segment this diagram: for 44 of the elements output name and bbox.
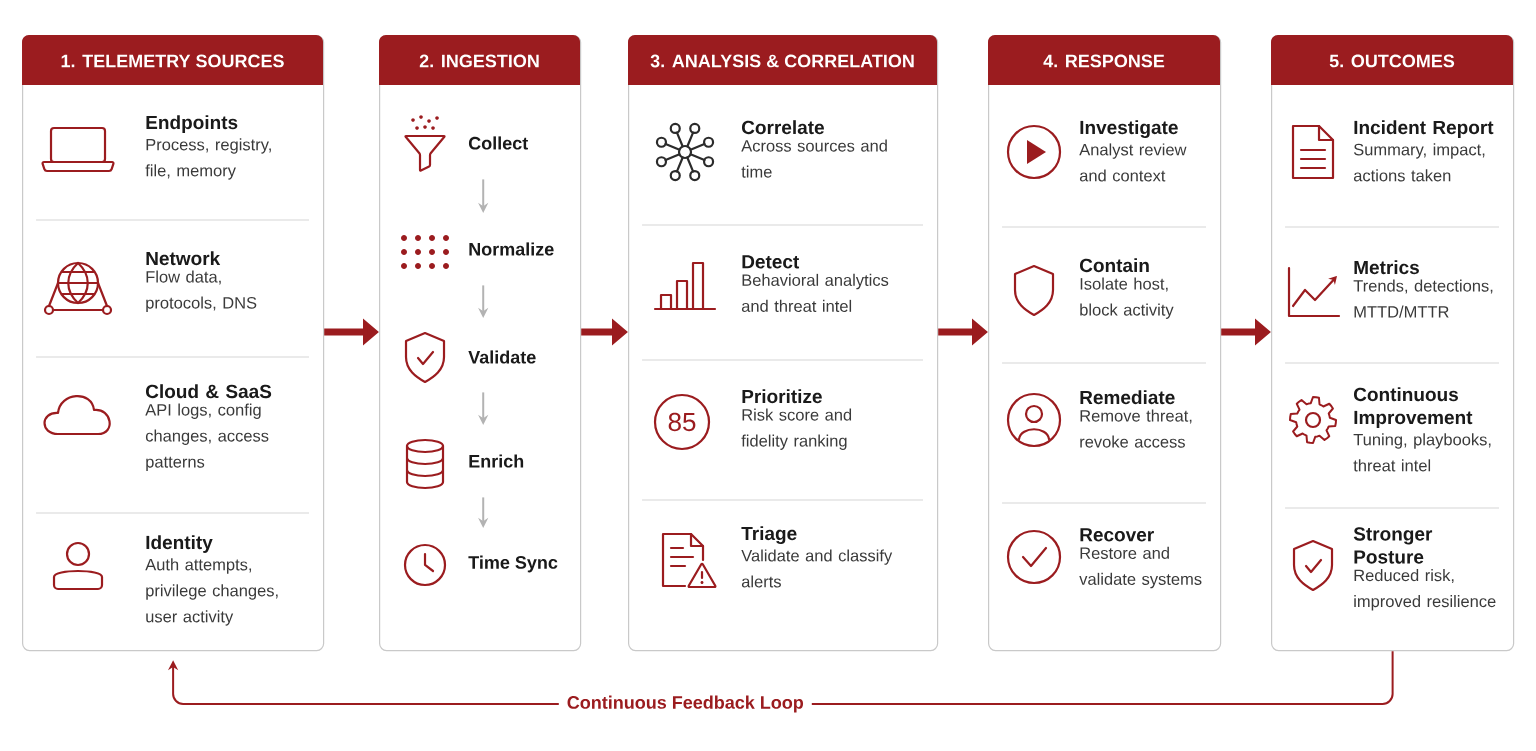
- item-description: Risk score and fidelity ranking: [741, 408, 852, 450]
- column-header: 1. TELEMETRY SOURCES: [61, 54, 284, 68]
- item-title: Detect: [742, 255, 800, 269]
- item-description: Process, registry, file, memory: [145, 138, 271, 180]
- item-description: Restore and validate systems: [1079, 546, 1202, 589]
- item-description: Validate and classify alerts: [741, 549, 893, 588]
- item-title: Endpoints: [146, 115, 238, 133]
- column-header: 5. OUTCOMES: [1329, 54, 1455, 68]
- item-description: Isolate host, block activity: [1080, 277, 1174, 319]
- item-title: Remediate: [1080, 390, 1175, 405]
- item-title: Recover: [1080, 528, 1154, 542]
- column-header: 2. INGESTION: [419, 54, 539, 68]
- item-title: Metrics: [1354, 260, 1419, 275]
- item-description: Tuning, playbooks, threat intel: [1353, 433, 1491, 472]
- item-description: Analyst review and context: [1079, 143, 1187, 182]
- item-description: Summary, impact, actions taken: [1353, 143, 1485, 182]
- column-header: 4. RESPONSE: [1043, 54, 1165, 68]
- edge-label: Continuous Feedback Loop: [558, 692, 812, 716]
- item-title: Correlate: [742, 120, 824, 135]
- step-label: Collect: [468, 136, 528, 150]
- step-label: Time Sync: [468, 555, 558, 573]
- item-title: Investigate: [1080, 120, 1178, 138]
- item-title: Triage: [741, 526, 797, 544]
- item-description: Auth attempts, privilege changes, user activity: [145, 558, 278, 626]
- item-title: Contain: [1080, 258, 1149, 273]
- step-label: Normalize: [469, 242, 554, 256]
- item-description: Remove threat, revoke access: [1080, 409, 1192, 448]
- item-description: API logs, config changes, access patterns: [145, 403, 269, 471]
- item-title: Incident Report: [1354, 120, 1494, 138]
- item-description: Trends, detections, MTTD/MTTR: [1353, 279, 1493, 318]
- item-title: Cloud & SaaS: [146, 384, 272, 399]
- item-title: Identity: [146, 535, 213, 553]
- item-description: Across sources and time: [741, 139, 887, 178]
- score-badge: 85: [653, 393, 711, 451]
- item-title: Continuous Improvement: [1354, 387, 1473, 428]
- column-header: 3. ANALYSIS & CORRELATION: [650, 54, 914, 68]
- item-title: Prioritize: [742, 389, 822, 404]
- step-label: Validate: [468, 350, 536, 364]
- item-description: Behavioral analytics and threat intel: [741, 273, 889, 312]
- item-title: Network: [146, 251, 221, 266]
- item-description: Reduced risk, improved resilience: [1354, 569, 1496, 611]
- step-label: Enrich: [469, 454, 524, 468]
- item-description: Flow data, protocols, DNS: [146, 270, 257, 312]
- item-title: Stronger Posture: [1353, 527, 1433, 564]
